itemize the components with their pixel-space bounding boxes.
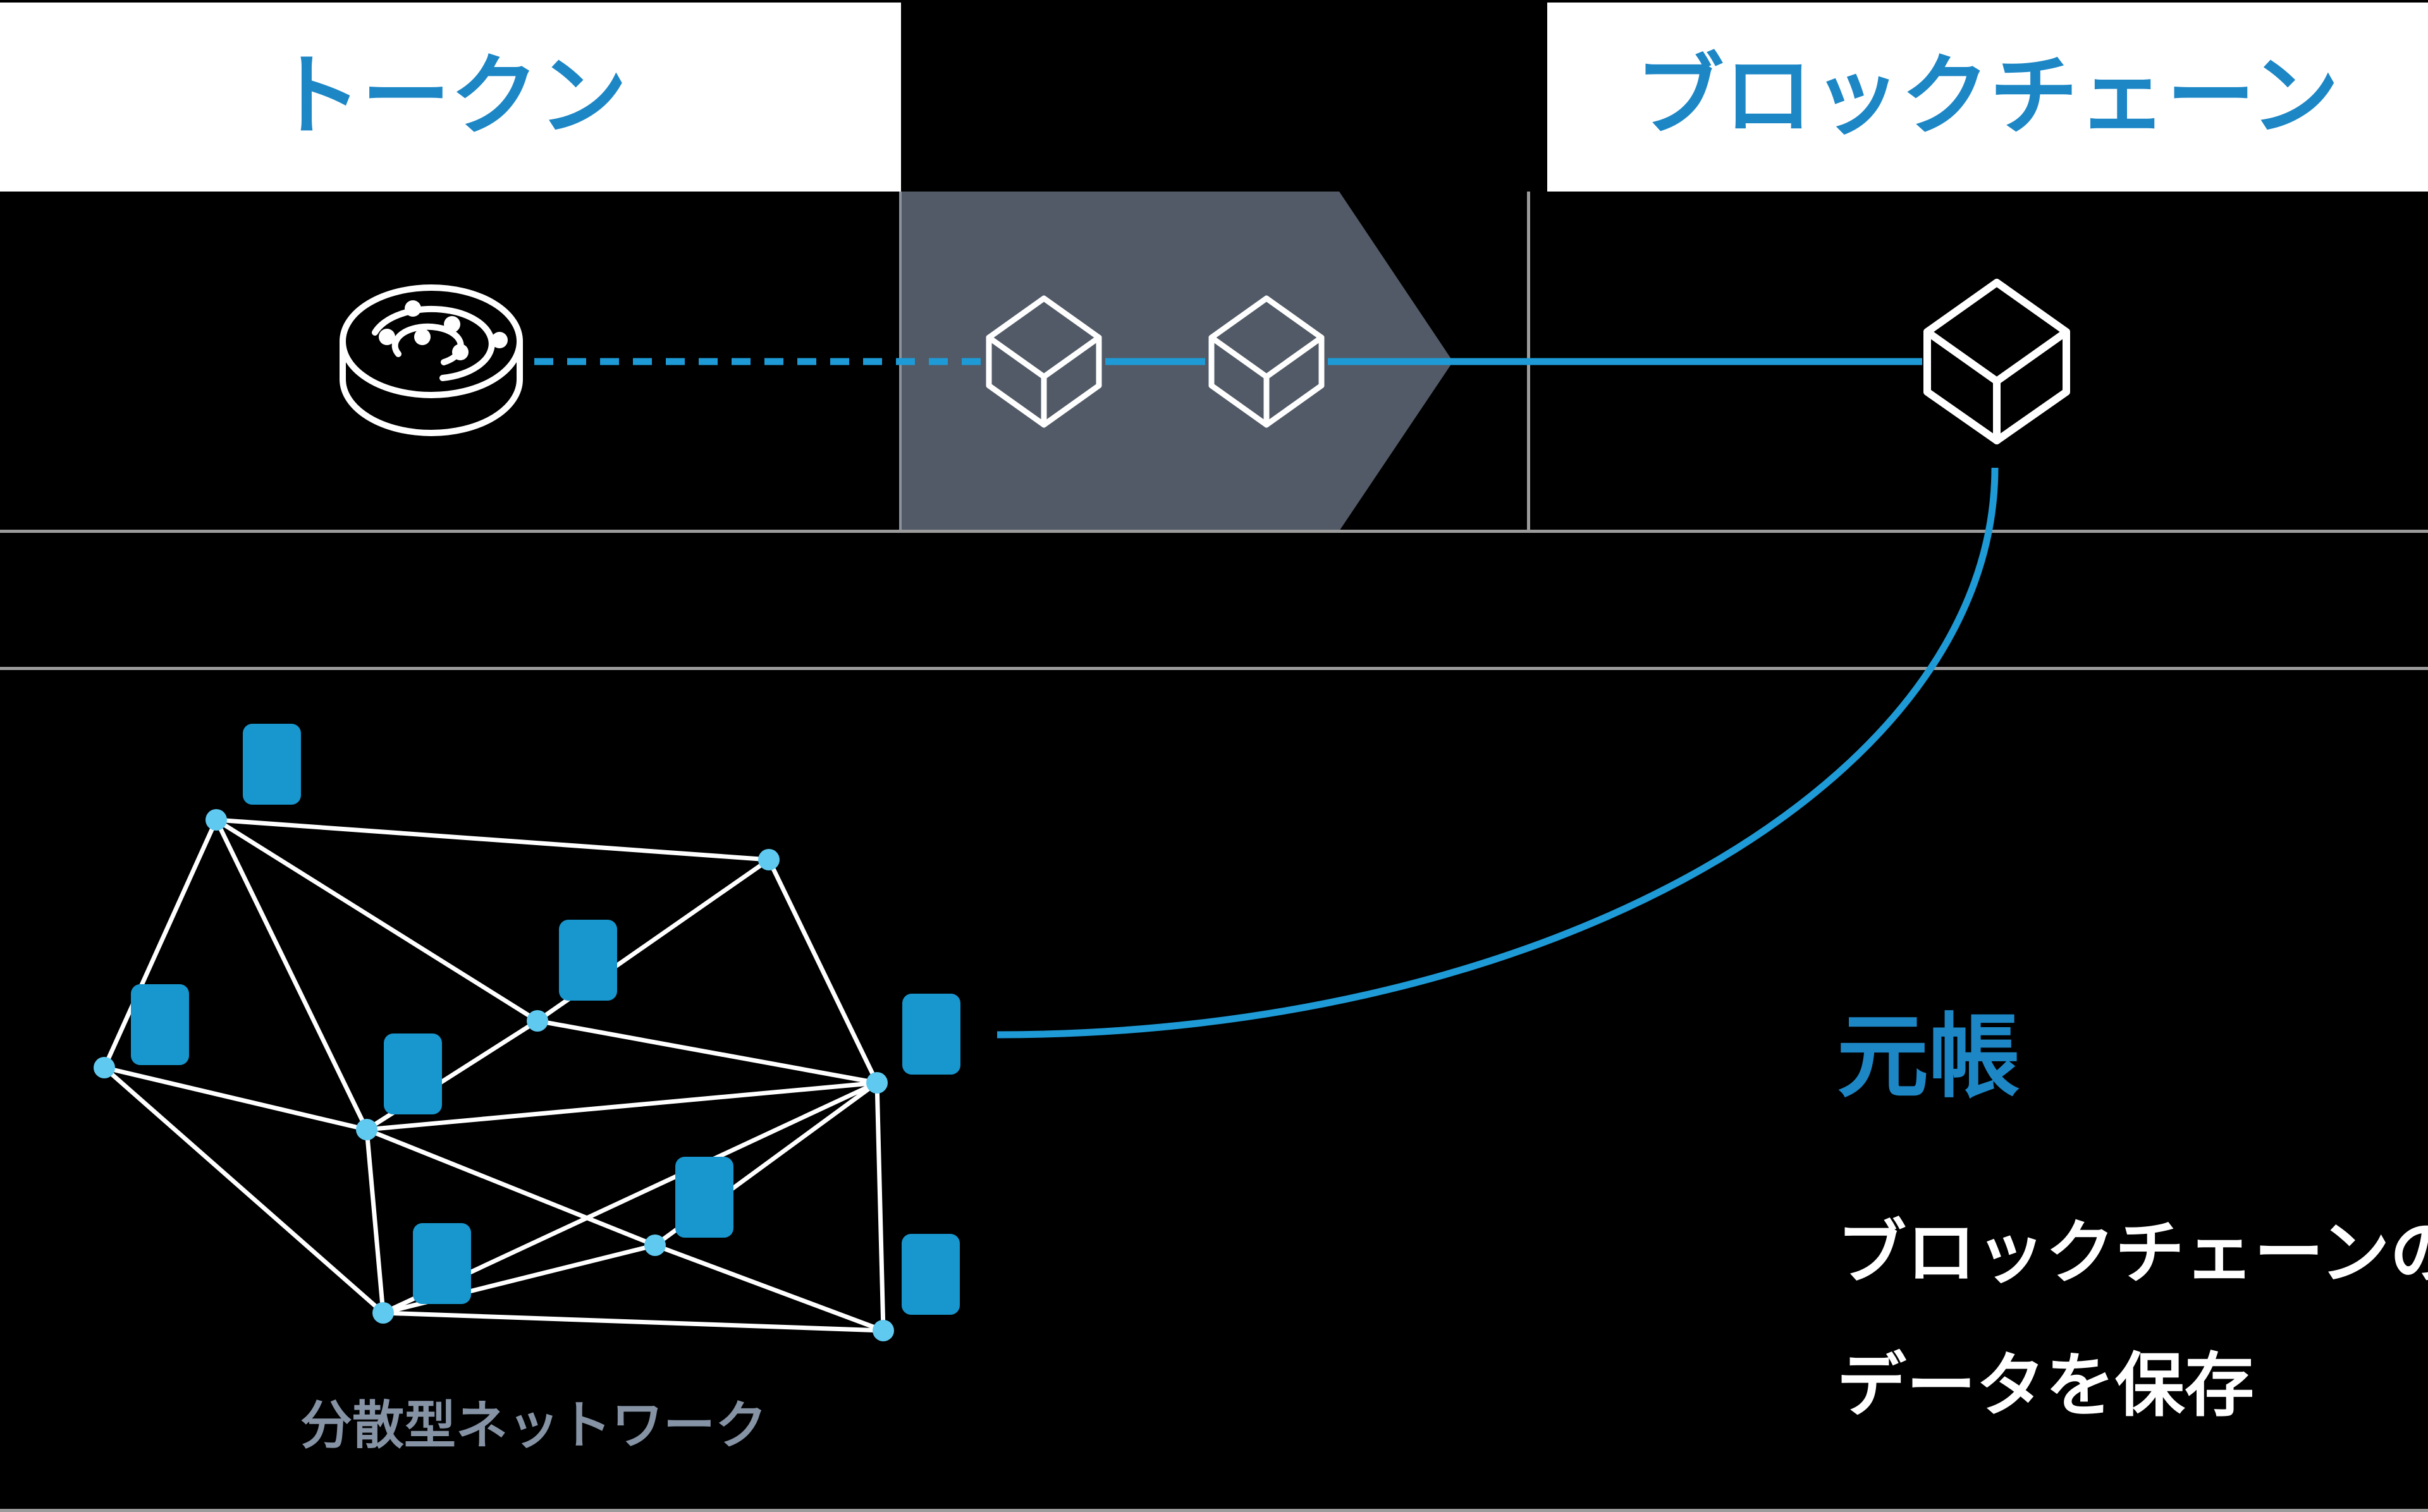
ledger-title: 元帳 xyxy=(1837,1006,2020,1108)
network-edge xyxy=(215,818,539,1023)
network-node-dot xyxy=(873,1320,894,1341)
network-node-dot xyxy=(644,1235,666,1256)
network-edge xyxy=(364,1129,386,1314)
blockchain-header-label: ブロックチェーン xyxy=(1635,46,2339,145)
token-coin-icon xyxy=(340,284,523,436)
ledger-icon xyxy=(675,1157,733,1238)
ledger-icon xyxy=(131,984,189,1065)
ledger-icon xyxy=(902,1234,960,1315)
divider-line-top xyxy=(0,530,2428,533)
network-node-dot xyxy=(527,1010,548,1032)
network-node-dot xyxy=(866,1072,888,1094)
network-nodes xyxy=(94,724,960,1341)
network-edge xyxy=(214,819,369,1131)
distributed-network-label: 分散型ネットワーク xyxy=(300,1397,767,1454)
ledger-icon xyxy=(413,1223,471,1304)
network-edge xyxy=(654,1243,885,1333)
network-edge xyxy=(102,819,219,1069)
block-to-ledger-curve xyxy=(996,467,1999,1039)
network-edge xyxy=(383,1310,884,1333)
network-node-dot xyxy=(372,1302,394,1324)
ledger-icon xyxy=(559,920,617,1001)
network-edge xyxy=(366,1080,878,1132)
network-edge xyxy=(365,1127,656,1248)
token-header-band xyxy=(0,3,901,192)
ledger-icon xyxy=(384,1033,442,1114)
ledger-icon xyxy=(243,724,301,805)
page-bottom-rule xyxy=(0,1509,2428,1512)
blockchain-header-band xyxy=(1547,3,2428,192)
block-cube-icon xyxy=(986,295,1102,428)
network-edge xyxy=(766,858,880,1084)
network-node-dot xyxy=(356,1119,377,1140)
ledger-description-line1: ブロックチェーンの xyxy=(1837,1214,2428,1292)
token-header-label: トークン xyxy=(273,46,627,145)
network-node-dot xyxy=(205,809,227,831)
divider-line-bottom xyxy=(0,667,2428,670)
network-node-dot xyxy=(94,1057,115,1078)
network-edge xyxy=(102,1066,385,1315)
ledger-icon xyxy=(902,994,960,1075)
network-edge xyxy=(104,1065,367,1132)
network-edge xyxy=(537,1018,878,1085)
block-cube-icon xyxy=(1923,279,2070,444)
network-edges xyxy=(102,817,886,1333)
network-node-dot xyxy=(758,849,780,870)
block-cube-icon xyxy=(1208,295,1325,428)
network-edge xyxy=(874,1082,886,1331)
ledger-description-line2: データを保存 xyxy=(1837,1347,2254,1425)
network-edge xyxy=(216,817,769,862)
